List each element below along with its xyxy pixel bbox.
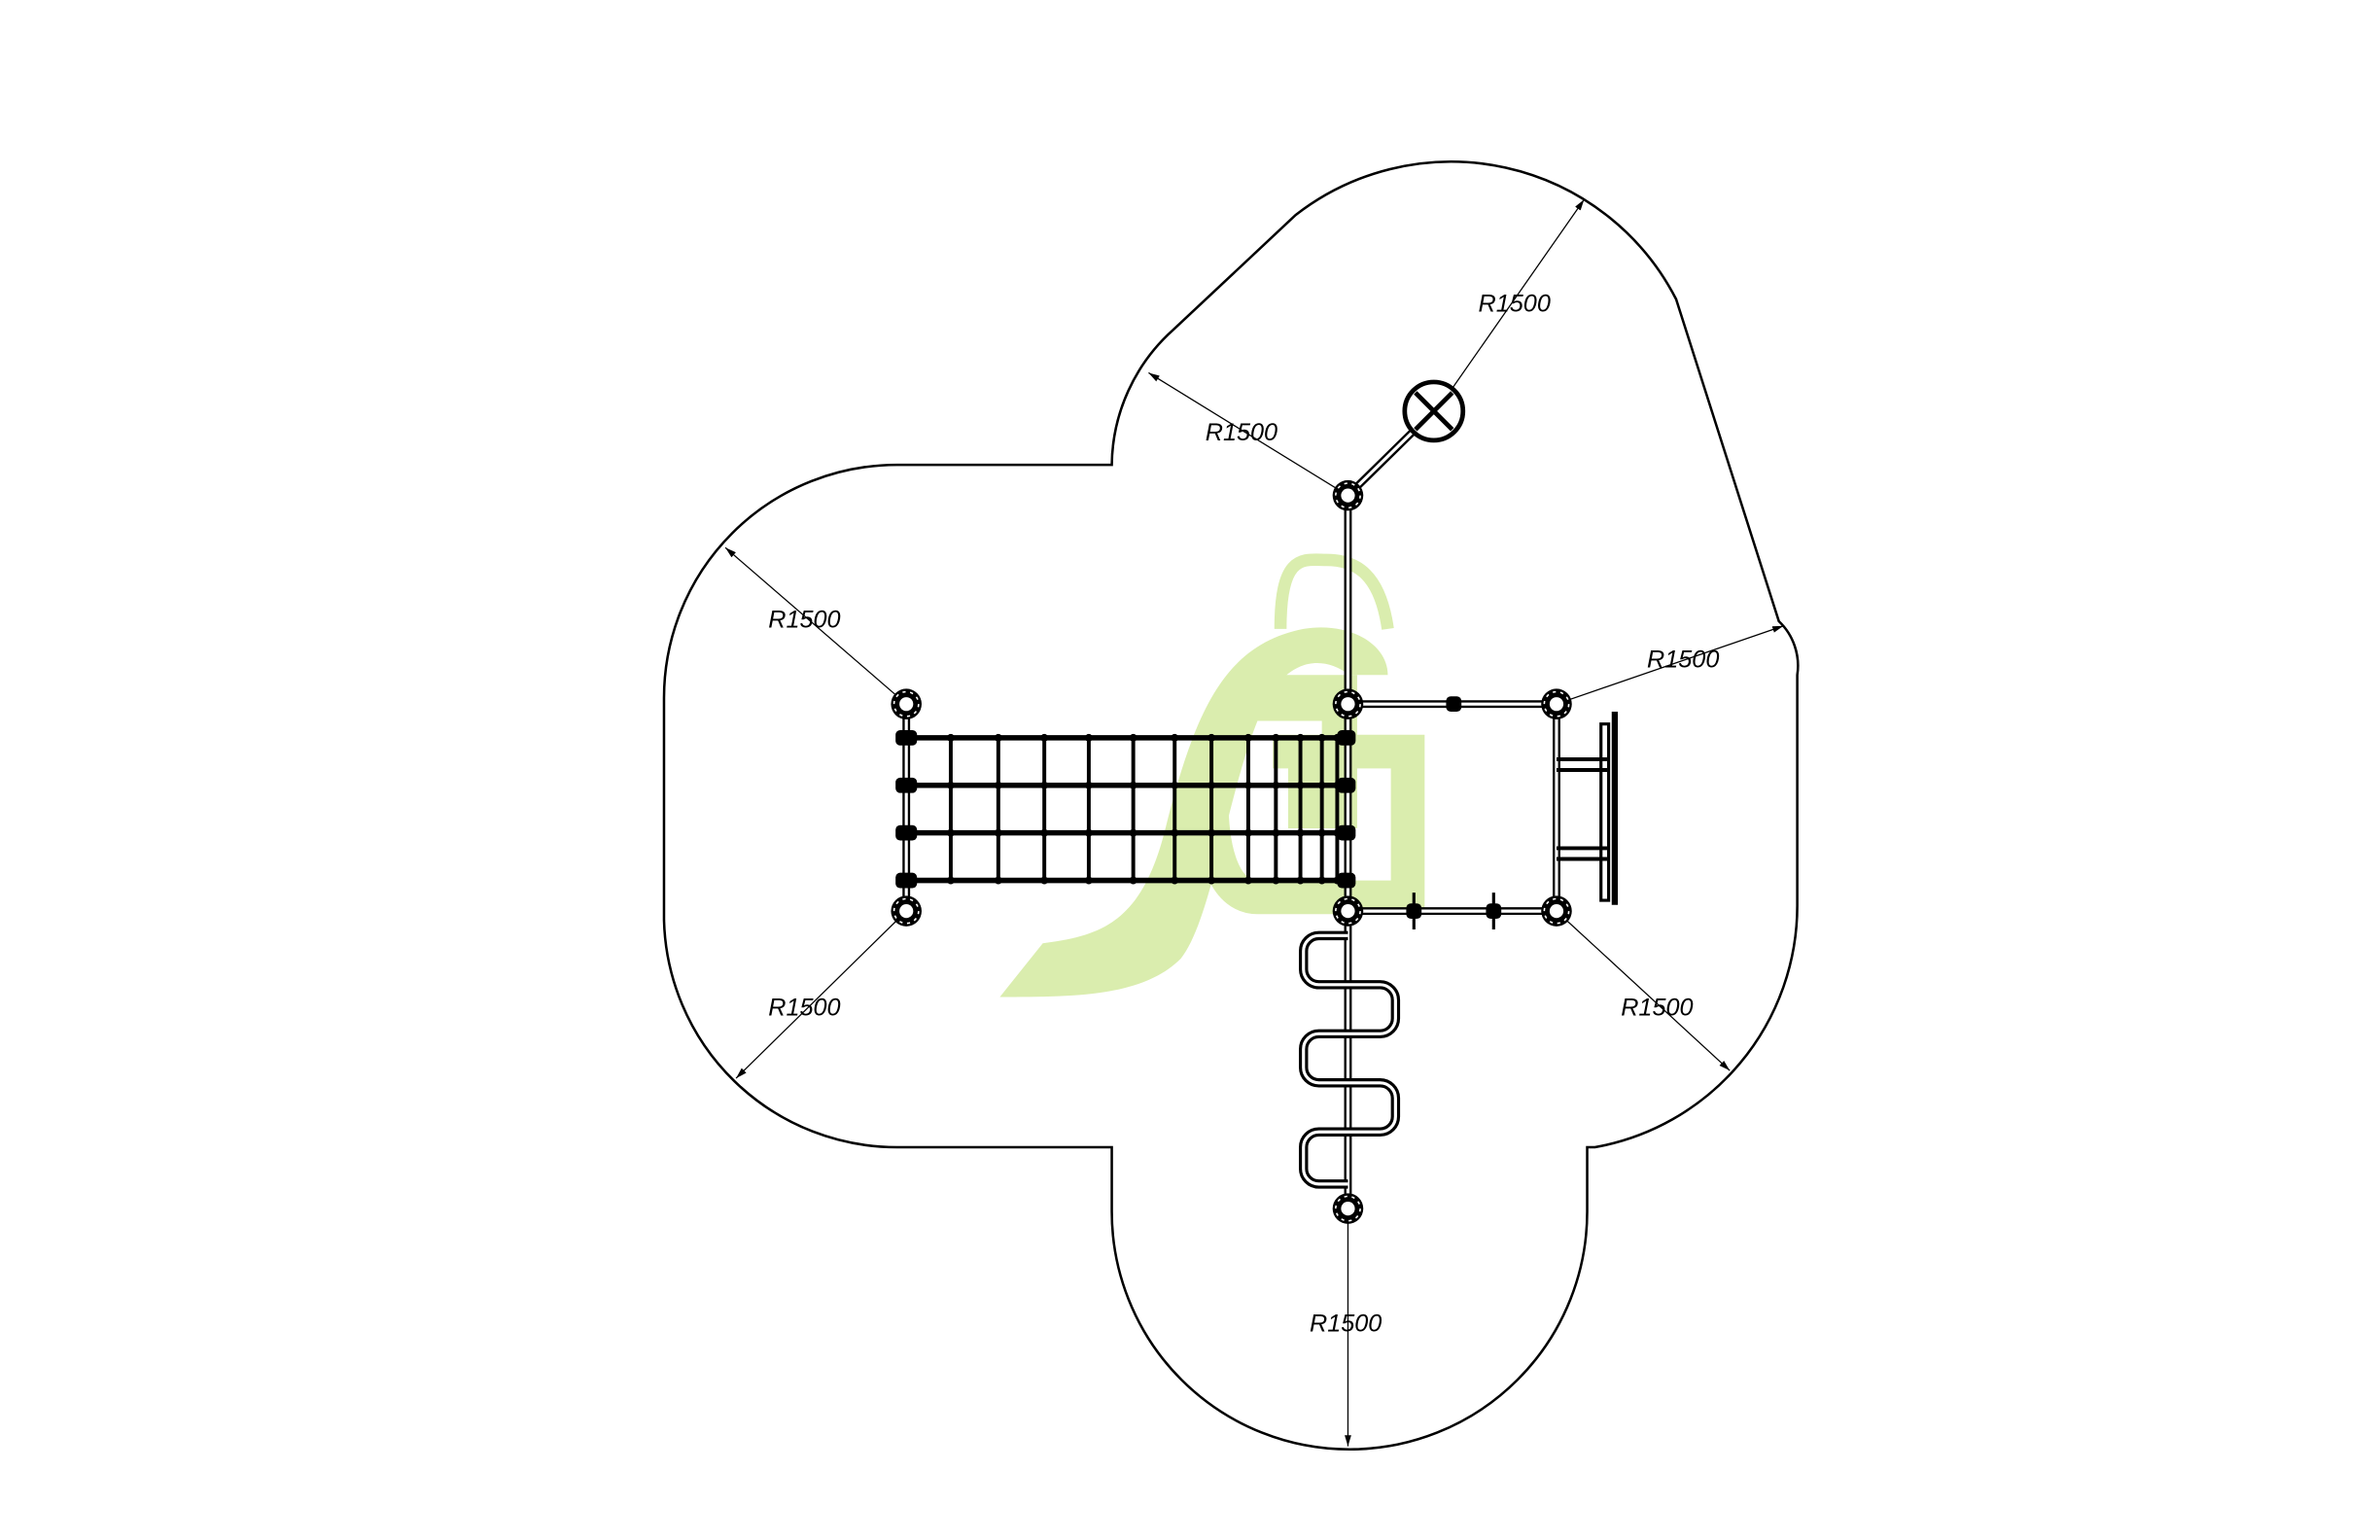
net-knot [1208,733,1216,742]
posts [891,479,1572,1224]
net-knot [946,733,955,742]
net-knot [1317,876,1326,885]
net-clamp [1337,777,1356,793]
net-knot [1272,876,1280,885]
post-hole [1341,697,1355,712]
dimension-label: R1500 [1206,419,1278,446]
net-knot [1296,828,1305,837]
net-clamp [1337,729,1356,746]
net-knot [1040,733,1049,742]
dimension-label: R1500 [1621,994,1693,1021]
net-knot [1129,828,1138,837]
net-knot [1296,733,1305,742]
net-knot [1040,828,1049,837]
net-knot [1296,781,1305,789]
net-clamp [1337,824,1356,841]
net-knot [1208,781,1216,789]
net-knot [1272,781,1280,789]
post-ring [1335,897,1361,925]
net-knot [1084,781,1093,789]
post-ring [892,897,920,925]
net-knot [1272,828,1280,837]
net-clamp [895,824,918,841]
post-hole [899,904,914,919]
net-knot [1317,733,1326,742]
post-hole [899,697,914,712]
net-knot [994,876,1002,885]
post-hole [1341,904,1355,919]
net-knot [946,828,955,837]
dimension-label: R1500 [1479,290,1551,317]
net-knot [994,781,1002,789]
net-knot [1129,876,1138,885]
net-knot [1243,781,1252,789]
net-clamp [1337,872,1356,889]
net-knot [1208,876,1216,885]
net-knot [1171,876,1179,885]
net-knot [1243,828,1252,837]
dimension-label: R1500 [1310,1310,1382,1337]
post-hole [1549,904,1564,919]
net-knot [994,828,1002,837]
net-knot [1084,876,1093,885]
post-hole [1549,697,1564,712]
net-knot [994,733,1002,742]
net-knot [1243,876,1252,885]
steering-wheel-icon [1402,379,1466,443]
net-clamp [895,777,918,793]
net-knot [1208,828,1216,837]
net-knot [1272,733,1280,742]
net-knot [1333,781,1342,789]
net-knot [946,781,955,789]
net-knot [1333,828,1342,837]
dimension-label: R1500 [768,606,840,633]
net-knot [1171,733,1179,742]
dimension-label: R1500 [768,994,840,1021]
net-knot [1171,828,1179,837]
net-knot [1333,733,1342,742]
post-hole [1341,1202,1355,1216]
net-knot [1129,733,1138,742]
net-knot [1040,781,1049,789]
pipe-clamps [1406,696,1502,930]
net-knot [1243,733,1252,742]
net-knot [1317,828,1326,837]
net-clamp [895,729,918,746]
net-knot [1333,876,1342,885]
frame-pipes [902,408,1560,1209]
net-knot [1084,828,1093,837]
post-ring [1335,482,1361,509]
net-clamp [895,872,918,889]
net-knot [1296,876,1305,885]
net-knot [946,876,955,885]
net-knot [1171,781,1179,789]
net-knot [1317,781,1326,789]
net-knot [1040,876,1049,885]
safety-zone-outline [662,160,1800,1451]
post-ring [1543,897,1570,925]
dimension-leaders [724,198,1784,1447]
post-hole [1341,488,1355,503]
dimension-label: R1500 [1647,646,1719,673]
net-knot [1084,733,1093,742]
net-knot [1129,781,1138,789]
post-ring [1335,1195,1361,1222]
side-panel [1556,712,1619,905]
climbing-net [895,729,1356,889]
